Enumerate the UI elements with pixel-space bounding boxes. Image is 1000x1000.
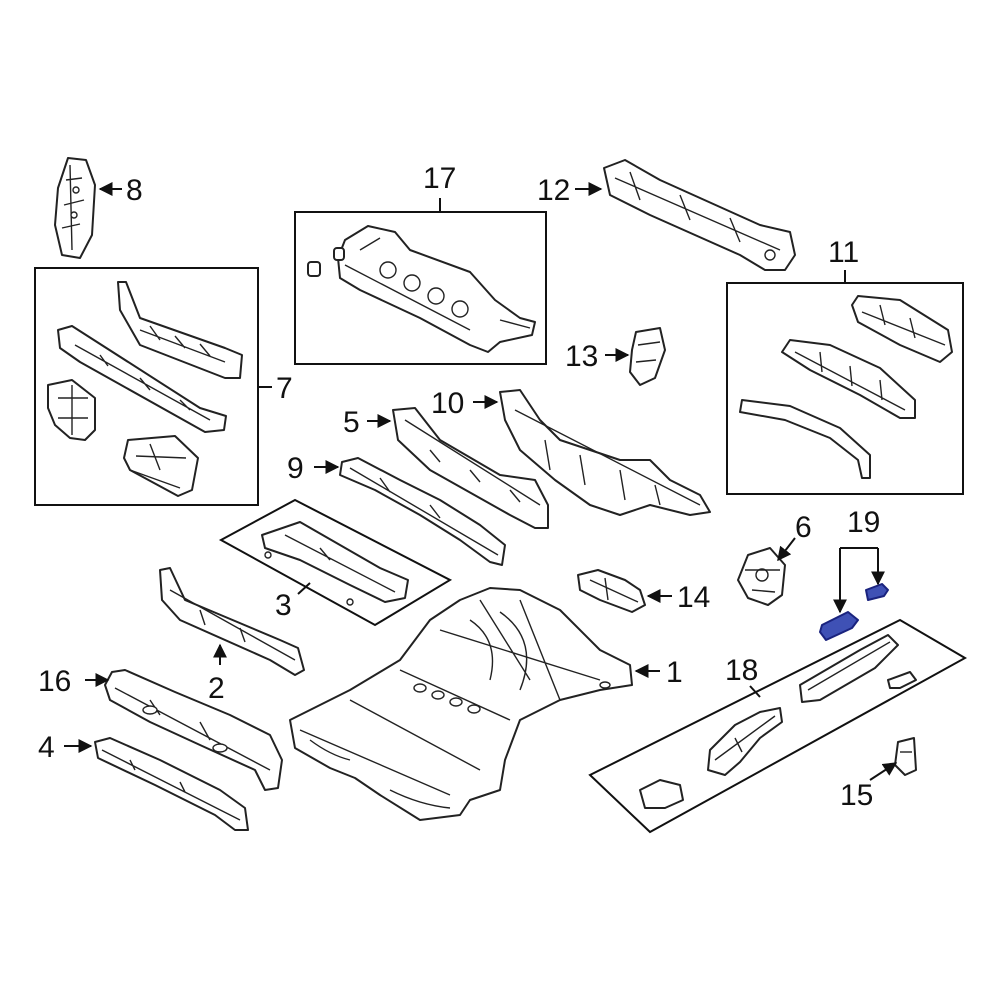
callout-19[interactable]: 19 <box>847 506 880 539</box>
callout-10[interactable]: 10 <box>431 387 464 420</box>
part-3-panel[interactable] <box>261 521 409 606</box>
group-18-frame <box>588 618 968 834</box>
callout-11[interactable]: 11 <box>828 236 859 269</box>
leader-15 <box>869 762 898 781</box>
leader-6 <box>777 537 796 562</box>
callout-2[interactable]: 2 <box>208 672 225 705</box>
part-8-bracket[interactable] <box>54 157 96 259</box>
callout-16[interactable]: 16 <box>38 665 71 698</box>
part-9-rail[interactable] <box>339 457 506 566</box>
part-2-member[interactable] <box>159 567 305 676</box>
part-13-bracket[interactable] <box>629 327 666 386</box>
part-15-bracket[interactable] <box>894 737 917 776</box>
callout-9[interactable]: 9 <box>287 452 304 485</box>
group-17-frame <box>294 211 547 365</box>
callout-3[interactable]: 3 <box>275 589 292 622</box>
part-5-panel[interactable] <box>392 407 549 529</box>
callout-5[interactable]: 5 <box>343 406 360 439</box>
callout-18[interactable]: 18 <box>725 654 758 687</box>
callout-8[interactable]: 8 <box>126 174 143 207</box>
callout-1[interactable]: 1 <box>666 656 683 689</box>
leader-3 <box>297 582 311 595</box>
callout-12[interactable]: 12 <box>537 174 570 207</box>
callout-6[interactable]: 6 <box>795 511 812 544</box>
callout-7[interactable]: 7 <box>276 372 293 405</box>
part-1-floor-pan[interactable] <box>289 587 633 821</box>
part-11-components[interactable] <box>739 295 953 479</box>
part-12-rail[interactable] <box>603 159 796 271</box>
part-17-crossmember[interactable] <box>307 225 536 353</box>
part-6-bracket[interactable] <box>737 547 786 606</box>
callout-4[interactable]: 4 <box>38 731 55 764</box>
callout-13[interactable]: 13 <box>565 340 598 373</box>
part-14-bracket[interactable] <box>577 569 646 613</box>
leader-19 <box>839 547 879 610</box>
group-3-frame <box>218 498 453 627</box>
part-7-components[interactable] <box>47 281 243 497</box>
part-4-sill[interactable] <box>94 737 249 831</box>
callout-15[interactable]: 15 <box>840 779 873 812</box>
callout-17[interactable]: 17 <box>423 162 456 195</box>
part-16-member[interactable] <box>104 669 283 791</box>
part-10-panel[interactable] <box>499 389 711 516</box>
callout-14[interactable]: 14 <box>677 581 710 614</box>
part-18-components[interactable] <box>639 634 917 809</box>
leader-18 <box>749 685 761 698</box>
